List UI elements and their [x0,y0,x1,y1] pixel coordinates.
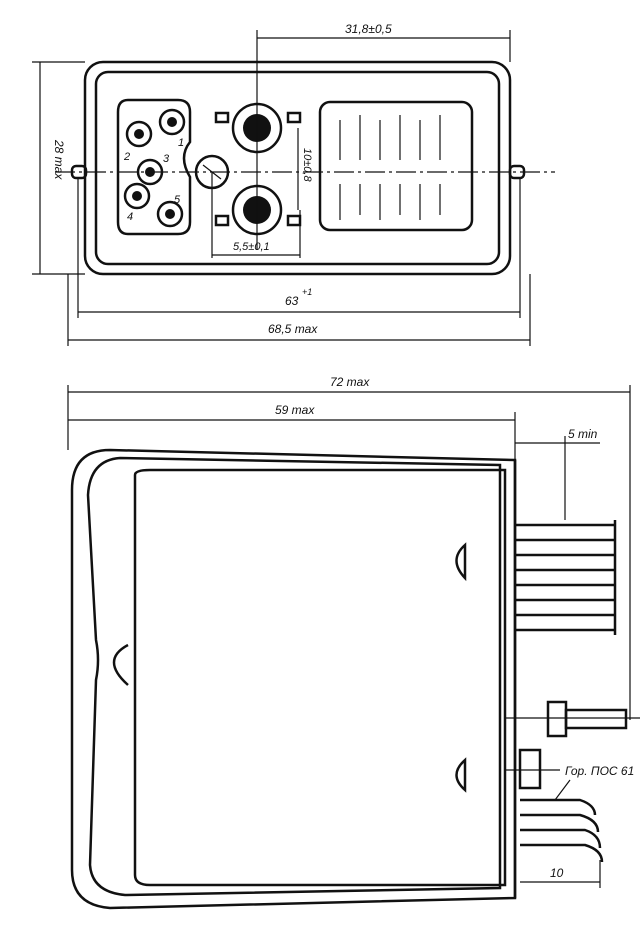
dim-pitch-v: 10±0,8 [301,148,313,182]
pin-label: 4 [127,211,133,223]
dim-body: 59 max [275,403,315,417]
pin-label: 1 [178,137,184,149]
dim-mount-tol: +1 [302,287,312,297]
terminal-pins [515,520,617,635]
dim-width: 68,5 max [268,322,318,336]
dim-total: 72 max [330,375,370,389]
latch [112,643,129,686]
pin-block [116,98,192,236]
pin-label: 3 [163,153,170,165]
housing-side [70,448,517,910]
top-view: 1 2 3 4 5 31,8±0,5 28 max 10±0,8 5,5±0,1 [32,22,555,346]
indicator-window [318,100,474,232]
dim-offset: 31,8±0,5 [345,22,392,36]
dim-mount: 63 [285,294,299,308]
housing-inner [94,70,501,266]
side-view: 72 max 59 max 5 min Гор. ПОС 61 [67,375,640,910]
cover [133,468,507,887]
lead-wires [520,798,604,863]
pins [123,108,186,228]
solder-note: Гор. ПОС 61 [565,764,634,778]
dim-height: 28 max [52,139,66,180]
pin-label: 5 [174,194,181,206]
pin-label: 2 [123,151,130,163]
dim-pitch-h: 5,5±0,1 [233,241,270,253]
dim-leads: 10 [550,866,564,880]
dim-terminal: 5 min [568,427,598,441]
